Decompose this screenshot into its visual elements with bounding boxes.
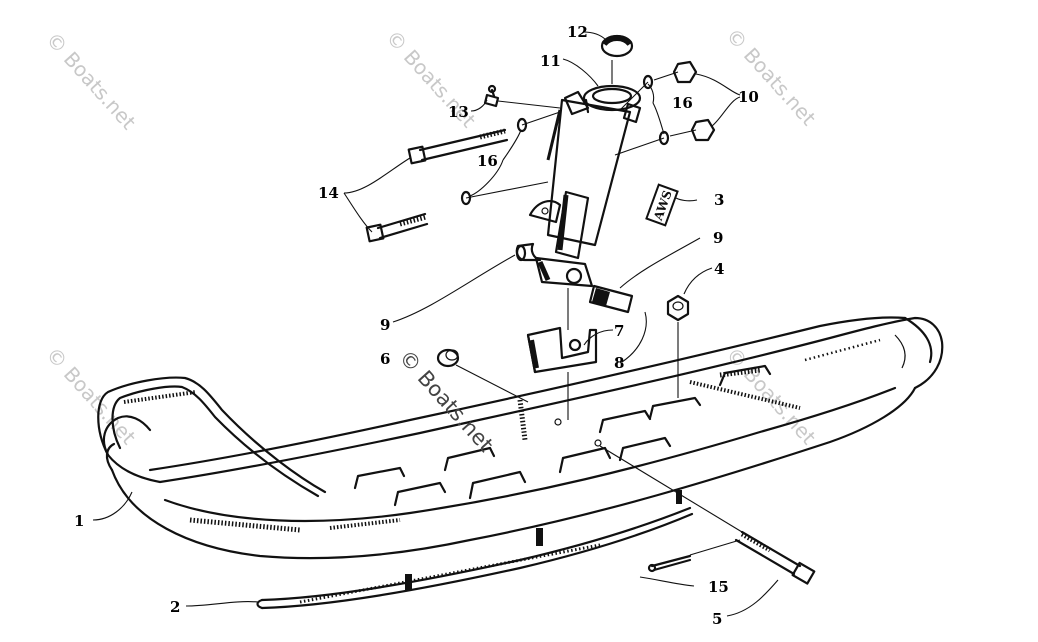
nut-4: [666, 294, 690, 322]
callout-6: 6: [380, 350, 390, 368]
callout-2: 2: [170, 598, 180, 616]
callout-5: 5: [712, 610, 722, 628]
callout-12: 12: [567, 23, 588, 41]
watermark-bottom-right: © Boats.net: [721, 342, 821, 449]
washers: [460, 74, 670, 206]
shock-cap: [600, 34, 634, 58]
watermark-top-right: © Boats.net: [721, 23, 821, 130]
callout-1: 1: [74, 512, 84, 530]
ski-body: [97, 316, 944, 560]
bushing-upper: [515, 242, 542, 262]
callout-numbers: 1 2 3 4 5 6 7 8 9 9 10 11 12 13 14 15 16…: [74, 23, 759, 628]
callout-15: 15: [708, 578, 729, 596]
callout-8: 8: [614, 354, 624, 372]
spacer-6: [436, 348, 460, 368]
nuts-10: [672, 60, 716, 142]
shock-absorber: [528, 84, 642, 288]
ski-side-windows: [353, 364, 772, 507]
callout-14: 14: [318, 184, 339, 202]
cotter-pin: [647, 554, 692, 573]
grease-fitting: [483, 84, 500, 108]
callout-9-right: 9: [713, 229, 723, 247]
watermark-center: © Boats.net: [394, 345, 498, 456]
assembly-lines: [455, 60, 743, 556]
watermark-top-left: © Boats.net: [41, 27, 141, 134]
callout-4: 4: [714, 260, 724, 278]
callout-11: 11: [540, 52, 561, 70]
callout-7: 7: [614, 322, 624, 340]
callout-3: 3: [714, 191, 724, 209]
callout-16-right: 16: [672, 94, 693, 112]
callout-16-left: 16: [477, 152, 498, 170]
callout-leaders: [92, 31, 779, 617]
wear-bar: [256, 490, 694, 610]
ski-bolt: [734, 530, 816, 585]
callout-13: 13: [448, 103, 469, 121]
upper-bolt: [407, 128, 509, 165]
callout-10: 10: [738, 88, 759, 106]
lower-bolt: [365, 212, 429, 243]
shock-bracket: [526, 326, 598, 374]
callout-9-left: 9: [380, 316, 390, 334]
ski-hatching: [189, 338, 881, 533]
ski-handle: [97, 376, 327, 498]
bushing-lower: [588, 284, 634, 314]
aws-decal: AWS: [645, 183, 679, 227]
